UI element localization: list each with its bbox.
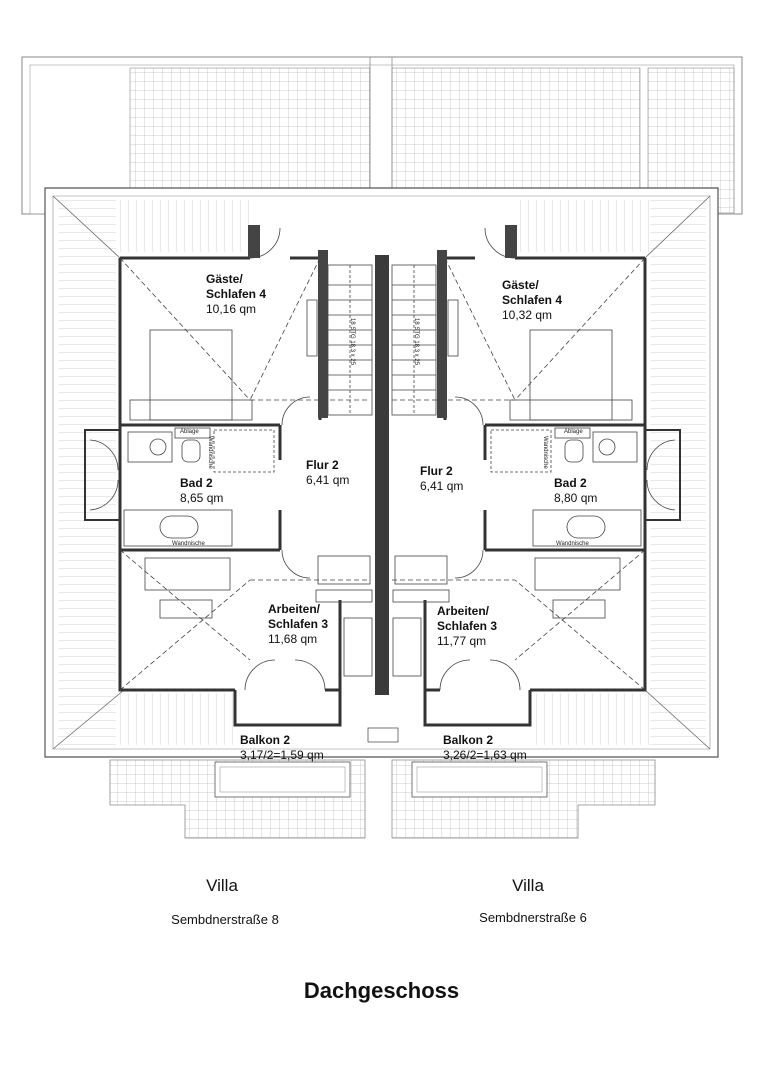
left-room-gaeste-label: Gäste/ Schlafen 4 10,16 qm xyxy=(206,272,266,317)
right-room-arbeiten-label: Arbeiten/ Schlafen 3 11,77 qm xyxy=(437,604,497,649)
right-wandnische-label: Wandnische xyxy=(556,541,589,547)
left-gaeste-area: 10,16 qm xyxy=(206,302,257,316)
center-chimney xyxy=(367,727,399,743)
right-wandnische-vertical: Wandnische xyxy=(542,436,548,469)
right-gaeste-line1: Gäste/ xyxy=(502,278,539,292)
right-arbeiten-area: 11,77 qm xyxy=(437,634,487,648)
right-villa-caption: Villa xyxy=(512,876,544,895)
left-wandnische-vertical: Wandnische xyxy=(207,436,213,469)
right-stair-label: 18 STG 18,3 x 25 xyxy=(413,318,419,366)
left-room-bad-label: Bad 2 8,65 qm xyxy=(180,476,223,506)
left-arbeiten-line2: Schlafen 3 xyxy=(268,617,329,631)
left-flur-area: 6,41 qm xyxy=(306,473,350,487)
left-villa-caption: Villa xyxy=(206,876,238,895)
left-flur-name: Flur 2 xyxy=(306,458,339,472)
left-bad-name: Bad 2 xyxy=(180,476,213,490)
right-flur-name: Flur 2 xyxy=(420,464,453,478)
left-arbeiten-area: 11,68 qm xyxy=(268,632,318,646)
left-street-caption: Sembdnerstraße 8 xyxy=(171,912,279,927)
right-room-balkon-label: Balkon 2 3,26/2=1,63 qm xyxy=(443,733,527,763)
right-street-caption: Sembdnerstraße 6 xyxy=(479,910,587,925)
left-stair-label: 18 STG 18,3 x 25 xyxy=(349,318,355,366)
party-wall xyxy=(375,255,389,695)
left-room-arbeiten-label: Arbeiten/ Schlafen 3 11,68 qm xyxy=(268,602,328,647)
left-room-balkon-label: Balkon 2 3,17/2=1,59 qm xyxy=(240,733,324,763)
right-ablage-label: Ablage xyxy=(564,429,583,435)
left-balkon-name: Balkon 2 xyxy=(240,733,291,747)
right-flur-area: 6,41 qm xyxy=(420,479,464,493)
left-unit-fixtures xyxy=(89,227,373,691)
bottom-terraces xyxy=(109,759,656,839)
left-gaeste-line2: Schlafen 4 xyxy=(206,287,267,301)
right-arbeiten-line1: Arbeiten/ xyxy=(437,604,490,618)
right-gaeste-area: 10,32 qm xyxy=(502,308,553,322)
right-bad-area: 8,80 qm xyxy=(554,491,598,505)
floor-title: Dachgeschoss xyxy=(303,978,460,1003)
left-ablage-label: Ablage xyxy=(180,429,199,435)
right-gaeste-line2: Schlafen 4 xyxy=(502,293,563,307)
left-room-flur-label: Flur 2 6,41 qm xyxy=(306,458,349,488)
right-room-flur-label: Flur 2 6,41 qm xyxy=(420,464,463,494)
left-gaeste-line1: Gäste/ xyxy=(206,272,243,286)
left-wandnische-label: Wandnische xyxy=(172,541,205,547)
right-room-gaeste-label: Gäste/ Schlafen 4 10,32 qm xyxy=(502,278,562,323)
floor-plan-drawing xyxy=(21,56,743,839)
right-arbeiten-line2: Schlafen 3 xyxy=(437,619,498,633)
right-unit-fixtures xyxy=(391,227,676,691)
left-arbeiten-line1: Arbeiten/ xyxy=(268,602,321,616)
right-bad-name: Bad 2 xyxy=(554,476,587,490)
right-balkon-name: Balkon 2 xyxy=(443,733,494,747)
left-bad-area: 8,65 qm xyxy=(180,491,224,505)
left-balkon-area: 3,17/2=1,59 qm xyxy=(240,748,324,762)
right-room-bad-label: Bad 2 8,80 qm xyxy=(554,476,597,506)
right-balkon-area: 3,26/2=1,63 qm xyxy=(443,748,527,762)
